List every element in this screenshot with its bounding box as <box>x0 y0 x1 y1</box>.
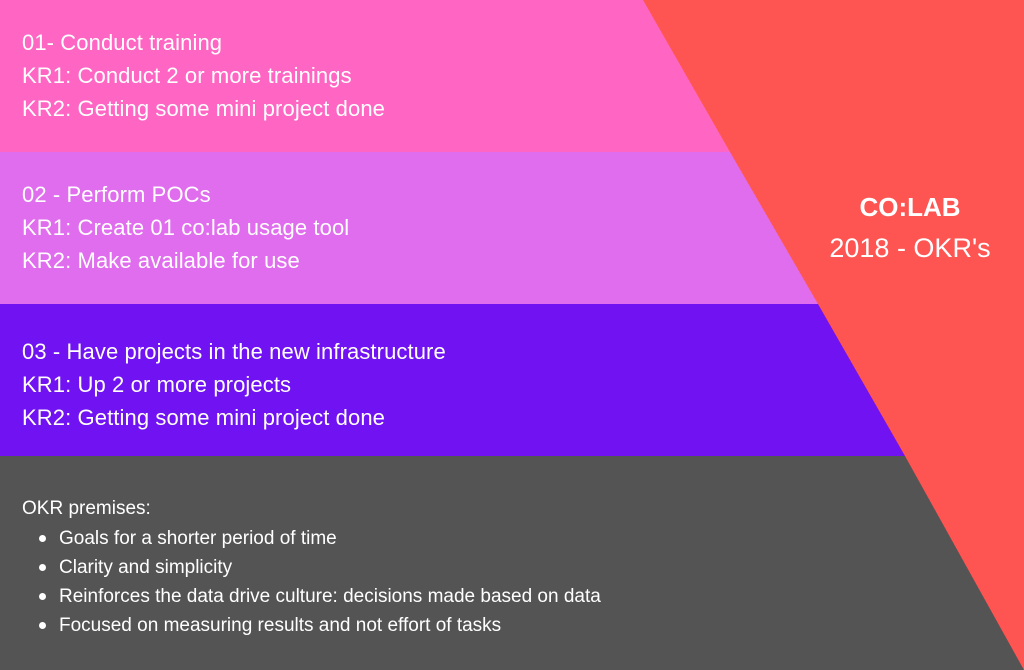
premises-title: OKR premises: <box>22 498 151 519</box>
bullet-icon <box>39 593 46 600</box>
objective-2-title: 02 - Perform POCs <box>22 182 211 207</box>
band-2-background <box>0 152 818 304</box>
premise-text: Reinforces the data drive culture: decis… <box>59 586 601 607</box>
list-item: Reinforces the data drive culture: decis… <box>39 582 601 611</box>
objective-1-kr1: KR1: Conduct 2 or more trainings <box>22 63 352 88</box>
objective-3-title: 03 - Have projects in the new infrastruc… <box>22 339 446 364</box>
objective-3: 03 - Have projects in the new infrastruc… <box>22 335 446 434</box>
bullet-icon <box>39 535 46 542</box>
list-item: Focused on measuring results and not eff… <box>39 611 601 640</box>
objective-1-kr2: KR2: Getting some mini project done <box>22 96 386 121</box>
objective-3-kr1: KR1: Up 2 or more projects <box>22 372 292 397</box>
premise-text: Focused on measuring results and not eff… <box>59 615 502 636</box>
objective-1: 01- Conduct training KR1: Conduct 2 or m… <box>22 26 385 125</box>
band-1-background <box>0 0 730 152</box>
band-3-background <box>0 304 905 456</box>
premises-list: Goals for a shorter period of time Clari… <box>22 524 601 640</box>
bullet-icon <box>39 622 46 629</box>
premises-background <box>0 456 1024 670</box>
list-item: Clarity and simplicity <box>39 553 601 582</box>
objective-3-kr2: KR2: Getting some mini project done <box>22 405 386 430</box>
premise-text: Clarity and simplicity <box>59 557 233 578</box>
okr-premises: OKR premises: Goals for a shorter period… <box>22 494 601 640</box>
objective-1-title: 01- Conduct training <box>22 30 223 55</box>
bullet-icon <box>39 564 46 571</box>
objective-2-kr1: KR1: Create 01 co:lab usage tool <box>22 215 350 240</box>
objective-2: 02 - Perform POCs KR1: Create 01 co:lab … <box>22 178 349 277</box>
objective-2-kr2: KR2: Make available for use <box>22 248 300 273</box>
list-item: Goals for a shorter period of time <box>39 524 601 553</box>
premise-text: Goals for a shorter period of time <box>59 528 337 549</box>
brand-subtitle: 2018 - OKR's <box>829 233 991 263</box>
brand-name: CO:LAB <box>859 192 961 222</box>
